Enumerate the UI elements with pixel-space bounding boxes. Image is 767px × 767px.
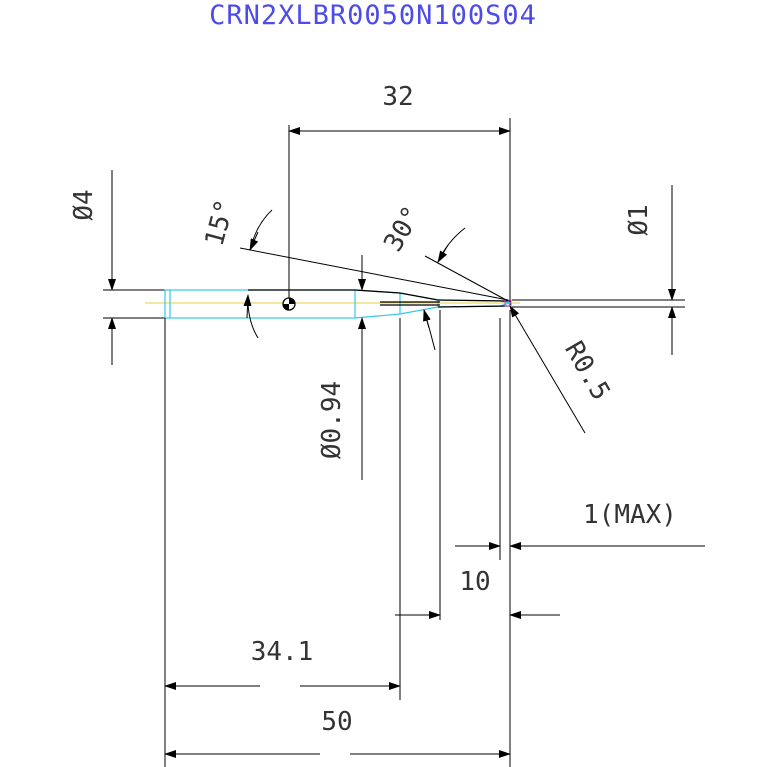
dimension-corner-radius-label: R0.5 bbox=[558, 336, 615, 405]
dimension-head-diameter: Ø1 bbox=[512, 185, 685, 355]
dimension-head-diameter-label: Ø1 bbox=[624, 204, 654, 235]
tool-body bbox=[145, 289, 520, 319]
drawing-title: CRN2XLBR0050N100S04 bbox=[209, 0, 537, 31]
dimension-32-label: 32 bbox=[382, 82, 413, 112]
dimension-tip-angle: 30° bbox=[378, 201, 509, 351]
dimension-shank-length-label: 34.1 bbox=[251, 637, 314, 667]
dimension-max-clearance: 1(MAX) bbox=[455, 318, 705, 560]
dimension-max-clearance-label: 1(MAX) bbox=[583, 500, 677, 530]
dimension-neck-diameter-label: Ø0.94 bbox=[317, 381, 347, 459]
dimension-shank-diameter: Ø4 bbox=[69, 170, 165, 365]
dimension-neck-angle: 15° bbox=[200, 196, 509, 339]
dimension-neck-angle-label: 15° bbox=[200, 196, 241, 249]
dimension-flute-length: 10 bbox=[395, 310, 560, 620]
dimension-shank-diameter-label: Ø4 bbox=[69, 189, 99, 220]
dimension-shank-length: 34.1 bbox=[164, 318, 401, 767]
dimension-flute-length-label: 10 bbox=[459, 567, 490, 597]
dimension-overall-length-label: 50 bbox=[321, 707, 352, 737]
dimension-corner-radius: R0.5 bbox=[509, 305, 616, 434]
dimension-neck-diameter: Ø0.94 bbox=[317, 255, 366, 480]
dimension-overall-length: 50 bbox=[164, 620, 511, 767]
dimension-tip-angle-label: 30° bbox=[378, 201, 427, 257]
dimension-32: 32 bbox=[288, 82, 511, 305]
